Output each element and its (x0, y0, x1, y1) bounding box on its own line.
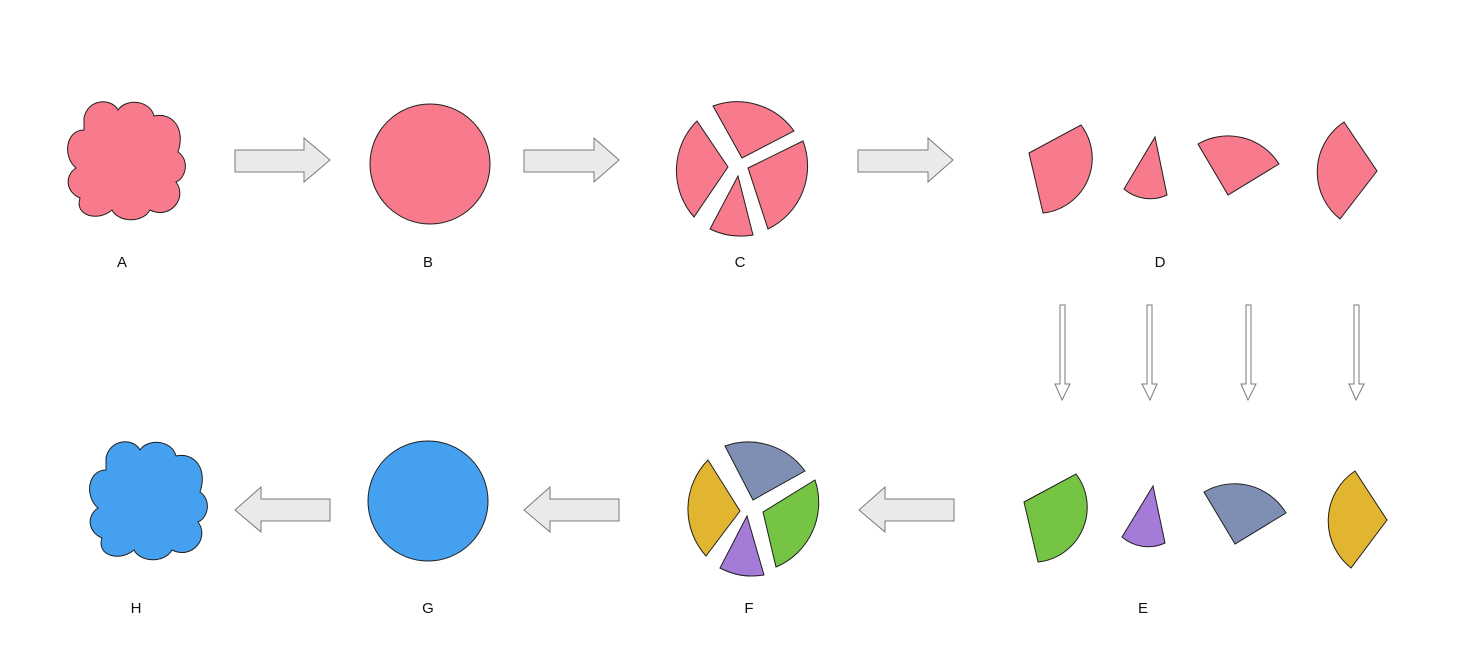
piece-d-3 (1197, 135, 1280, 196)
piece-c-bottom (709, 174, 754, 237)
label-e: E (1138, 600, 1148, 617)
down-arrow-2 (1141, 304, 1158, 402)
cloud-a (67, 101, 186, 221)
split-circle-c (675, 101, 809, 237)
piece-f-slate (724, 441, 806, 501)
piece-e-purple (1121, 484, 1166, 548)
arrow-g-to-h (234, 485, 331, 534)
piece-e-gold (1327, 470, 1388, 569)
piece-d-1 (1028, 124, 1093, 214)
arrow-f-to-g (523, 485, 620, 534)
arrow-c-to-d (857, 136, 954, 184)
label-g: G (422, 600, 434, 617)
label-a: A (117, 254, 127, 271)
piece-e-green (1023, 473, 1088, 563)
down-arrow-4 (1348, 304, 1365, 402)
pieces-e (1023, 470, 1388, 569)
label-b: B (423, 254, 433, 271)
label-d: D (1155, 254, 1166, 271)
arrow-e-to-f (858, 485, 955, 534)
arrows-d-to-e (1054, 304, 1365, 402)
circle-b (369, 103, 491, 225)
split-circle-f (687, 441, 820, 577)
arrow-a-to-b (234, 136, 331, 184)
shape-h-cloud (89, 441, 208, 561)
label-c: C (735, 254, 746, 271)
down-arrow-1 (1054, 304, 1071, 402)
label-h: H (131, 600, 142, 617)
piece-f-purple (719, 514, 765, 577)
label-f: F (744, 600, 753, 617)
piece-f-gold (687, 459, 741, 557)
shape-a-cloud (67, 101, 186, 221)
piece-d-2 (1123, 135, 1168, 200)
piece-d-4 (1316, 121, 1378, 220)
piece-c-left (675, 120, 729, 218)
down-arrow-3 (1240, 304, 1257, 402)
piece-e-slate (1203, 483, 1287, 545)
cloud-h (89, 441, 208, 561)
arrow-b-to-c (523, 136, 620, 184)
piece-c-right (747, 140, 809, 230)
pieces-d (1028, 121, 1378, 220)
circle-g (367, 440, 489, 562)
piece-f-green (762, 479, 820, 568)
piece-c-top (712, 101, 795, 159)
